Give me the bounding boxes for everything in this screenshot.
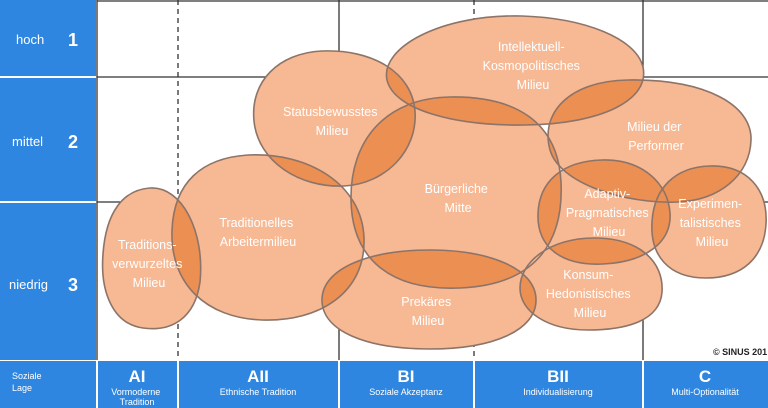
row-labels: hoch 1 mittel 2 niedrig 3 bbox=[9, 30, 78, 295]
bubble-outline bbox=[321, 249, 537, 350]
overlap-region bbox=[548, 79, 644, 126]
bubble-outline bbox=[547, 79, 752, 203]
row-axis-panel bbox=[0, 0, 96, 360]
bubble-outline bbox=[171, 154, 365, 321]
label-traditionelles-arbeitermilieu: Traditionelles Arbeitermilieu bbox=[219, 216, 296, 249]
corner-label: Soziale Lage bbox=[12, 371, 44, 393]
column-code-c: C bbox=[699, 367, 711, 386]
column-code-bi: BI bbox=[398, 367, 415, 386]
bubble-outline bbox=[385, 15, 645, 126]
column-sub-bi: Soziale Akzeptanz bbox=[369, 387, 443, 397]
label-buergerliche-mitte: Bürgerliche Mitte bbox=[425, 182, 492, 215]
label-konsum-hedonistisches: Konsum- Hedonistisches Milieu bbox=[546, 268, 634, 320]
milieu-labels: Traditions- verwurzeltes Milieu Traditio… bbox=[112, 40, 745, 328]
column-labels: AI Vormoderne Tradition AII Ethnische Tr… bbox=[111, 367, 739, 407]
bubble-outline bbox=[101, 187, 202, 330]
label-performer: Milieu der Performer bbox=[627, 120, 685, 153]
column-code-bii: BII bbox=[547, 367, 569, 386]
column-sub-ai: Vormoderne Tradition bbox=[111, 387, 163, 407]
bubble-traditionelles-arbeitermilieu[interactable] bbox=[171, 154, 365, 321]
row-label-niedrig: niedrig bbox=[9, 277, 48, 292]
label-intellektuell-kosmopolitisches: Intellektuell- Kosmopolitisches Milieu bbox=[483, 40, 584, 92]
bubble-outline bbox=[252, 50, 416, 187]
row-number-3: 3 bbox=[68, 275, 78, 295]
bubble-outline bbox=[537, 159, 671, 265]
bubble-outline bbox=[651, 165, 767, 279]
label-traditionsverwurzeltes: Traditions- verwurzeltes Milieu bbox=[112, 238, 186, 290]
column-sub-aii: Ethnische Tradition bbox=[220, 387, 297, 397]
column-sub-bii: Individualisierung bbox=[523, 387, 593, 397]
row-number-1: 1 bbox=[68, 30, 78, 50]
bubble-outline bbox=[519, 237, 663, 331]
overlap-region bbox=[350, 96, 416, 187]
row-label-mittel: mittel bbox=[12, 134, 43, 149]
row-number-2: 2 bbox=[68, 132, 78, 152]
label-prekaeres: Prekäres Milieu bbox=[401, 295, 455, 328]
column-sub-c: Multi-Optionalität bbox=[671, 387, 739, 397]
column-axis-panel bbox=[0, 361, 768, 408]
label-adaptiv-pragmatisches: Adaptiv- Pragmatisches Milieu bbox=[566, 187, 652, 239]
label-experimentalistisches: Experimen- talistisches Milieu bbox=[678, 197, 745, 249]
row-label-hoch: hoch bbox=[16, 32, 44, 47]
axis-separators bbox=[0, 76, 644, 408]
milieu-outlines bbox=[101, 15, 767, 350]
column-code-aii: AII bbox=[247, 367, 269, 386]
label-statusbewusstes: Statusbewusstes Milieu bbox=[283, 105, 381, 138]
copyright-notice: © SINUS 201 bbox=[713, 347, 767, 357]
column-code-ai: AI bbox=[129, 367, 146, 386]
